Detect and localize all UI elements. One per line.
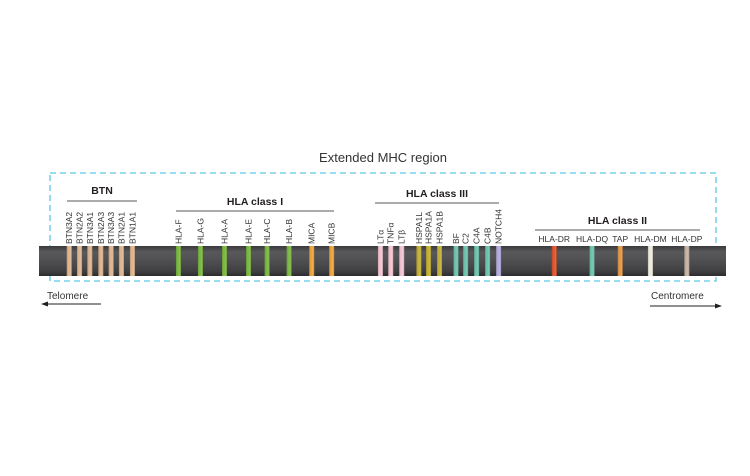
gene-label-btn1a1: BTN1A1: [127, 212, 137, 244]
gene-label-hspa1a: HSPA1A: [424, 211, 434, 244]
gene-label-hspa1l: HSPA1L: [414, 212, 424, 244]
telomere-indicator: Telomere: [41, 291, 101, 307]
gene-band-shade-mica: [309, 246, 315, 276]
gene-label-hla-dq: HLA-DQ: [576, 234, 609, 244]
gene-label-btn3a3: BTN3A3: [106, 212, 116, 244]
centromere-label: Centromere: [651, 291, 704, 302]
gene-band-shade-hla-c: [264, 246, 270, 276]
gene-label-hla-f: HLA-F: [173, 219, 183, 244]
gene-label-tnf: TNFα: [386, 222, 396, 244]
group-title-hla-class-i: HLA class I: [227, 196, 283, 208]
gene-band-shade-hla-dp: [684, 246, 690, 276]
gene-band-shade-hla-dm: [647, 246, 653, 276]
gene-label-btn2a2: BTN2A2: [75, 212, 85, 244]
gene-label-lt: LTα: [375, 230, 385, 244]
right-arrow-icon: [715, 303, 722, 309]
centromere-indicator: Centromere: [650, 291, 722, 309]
gene-band-shade-hla-dr: [551, 246, 557, 276]
gene-label-hla-b: HLA-B: [284, 219, 294, 244]
gene-label-c4b: C4B: [483, 227, 493, 244]
gene-band-shade-btn2a2: [77, 246, 83, 276]
region-title: Extended MHC region: [319, 150, 447, 165]
gene-band-shade-lt: [399, 246, 405, 276]
gene-label-btn2a3: BTN2A3: [96, 212, 106, 244]
gene-band-shade-micb: [329, 246, 335, 276]
gene-label-btn3a2: BTN3A2: [64, 212, 74, 244]
gene-label-hla-g: HLA-G: [195, 218, 205, 244]
gene-band-shade-tap: [617, 246, 623, 276]
gene-label-hla-c: HLA-C: [262, 218, 272, 244]
gene-bands: [66, 246, 690, 276]
gene-band-shade-btn3a1: [87, 246, 93, 276]
left-arrow-icon: [41, 301, 48, 307]
gene-label-lt: LTβ: [397, 230, 407, 244]
gene-band-shade-btn2a1: [118, 246, 124, 276]
telomere-label: Telomere: [47, 291, 89, 302]
gene-band-shade-notch4: [496, 246, 502, 276]
gene-label-micb: MICB: [327, 222, 337, 244]
group-title-hla-class-ii: HLA class II: [588, 215, 647, 227]
gene-band-shade-btn3a3: [108, 246, 114, 276]
gene-label-c4a: C4A: [472, 227, 482, 244]
gene-band-shade-lt: [377, 246, 383, 276]
gene-band-shade-hspa1l: [416, 246, 422, 276]
extended-region-box: [49, 172, 717, 282]
gene-label-hspa1b: HSPA1B: [435, 211, 445, 244]
gene-label-notch4: NOTCH4: [494, 209, 504, 244]
gene-band-shade-hspa1b: [437, 246, 443, 276]
gene-band-shade-c2: [463, 246, 469, 276]
gene-band-shade-hla-e: [246, 246, 252, 276]
group-title-hla-class-iii: HLA class III: [406, 188, 468, 200]
gene-band-shade-c4b: [485, 246, 491, 276]
gene-label-c2: C2: [461, 233, 471, 244]
gene-band-shade-hla-dq: [589, 246, 595, 276]
gene-band-shade-hla-f: [175, 246, 181, 276]
gene-label-hla-dr: HLA-DR: [538, 234, 570, 244]
gene-band-shade-hla-a: [221, 246, 227, 276]
gene-label-hla-dm: HLA-DM: [634, 234, 667, 244]
gene-band-shade-bf: [453, 246, 459, 276]
gene-label-mica: MICA: [307, 222, 317, 244]
gene-label-bf: BF: [451, 233, 461, 244]
gene-label-btn3a1: BTN3A1: [85, 212, 95, 244]
gene-label-hla-e: HLA-E: [244, 219, 254, 244]
gene-label-hla-dp: HLA-DP: [671, 234, 703, 244]
gene-band-shade-btn1a1: [129, 246, 135, 276]
gene-label-btn2a1: BTN2A1: [116, 212, 126, 244]
gene-band-shade-btn2a3: [98, 246, 104, 276]
gene-label-hla-a: HLA-A: [219, 219, 229, 244]
group-headers: BTN HLA class I HLA class III HLA class II: [67, 185, 700, 231]
gene-band-shade-hla-g: [197, 246, 203, 276]
gene-band-shade-hla-b: [286, 246, 292, 276]
gene-label-tap: TAP: [612, 234, 628, 244]
gene-band-shade-tnf: [388, 246, 394, 276]
gene-band-shade-btn3a2: [66, 246, 72, 276]
gene-band-shade-c4a: [474, 246, 480, 276]
gene-band-shade-hspa1a: [426, 246, 432, 276]
group-title-btn: BTN: [91, 185, 113, 197]
